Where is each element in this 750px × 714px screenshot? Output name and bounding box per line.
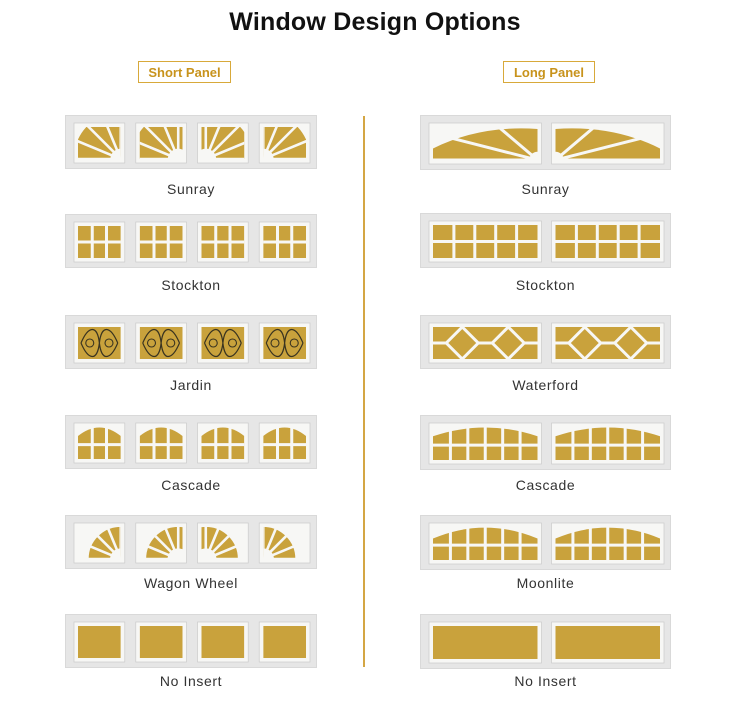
short-no-insert-panel[interactable] [65,614,317,668]
short-no-insert-label: No Insert [159,673,223,689]
window-insert-graphic [428,322,665,364]
short-jardin-panel[interactable] [65,315,317,369]
page-title: Window Design Options [229,8,521,36]
short-wagon-wheel-panel[interactable] [65,515,317,569]
long-cascade-panel[interactable] [420,415,671,470]
short-stockton-label: Stockton [161,277,221,293]
window-insert-graphic [73,122,311,164]
short-cascade-panel[interactable] [65,415,317,469]
window-insert-graphic [73,221,311,263]
short-wagon-wheel-label: Wagon Wheel [143,575,238,591]
long-stockton-panel[interactable] [420,213,671,268]
short-jardin-label: Jardin [170,377,212,393]
long-stockton-label: Stockton [515,277,576,293]
short-sunray-label: Sunray [167,181,215,197]
long-sunray-label: Sunray [521,181,570,197]
long-cascade-label: Cascade [515,477,576,493]
long-moonlite-panel[interactable] [420,515,671,570]
long-no-insert-panel[interactable] [420,614,671,669]
long-sunray-panel[interactable] [420,115,671,170]
short-stockton-panel[interactable] [65,214,317,268]
column-divider [363,116,365,667]
window-insert-graphic [73,621,311,663]
long-panel-tab[interactable]: Long Panel [503,61,595,83]
long-waterford-panel[interactable] [420,315,671,369]
short-panel-tab[interactable]: Short Panel [138,61,231,83]
short-cascade-label: Cascade [161,477,221,493]
window-insert-graphic [73,522,311,564]
window-insert-graphic [73,422,311,464]
window-insert-graphic [428,522,665,565]
long-no-insert-label: No Insert [514,673,577,689]
window-insert-graphic [428,220,665,263]
window-insert-graphic [428,122,665,165]
window-insert-graphic [428,621,665,664]
long-waterford-label: Waterford [512,377,579,393]
long-moonlite-label: Moonlite [516,575,575,591]
window-insert-graphic [428,422,665,465]
short-sunray-panel[interactable] [65,115,317,169]
window-insert-graphic [73,322,311,364]
